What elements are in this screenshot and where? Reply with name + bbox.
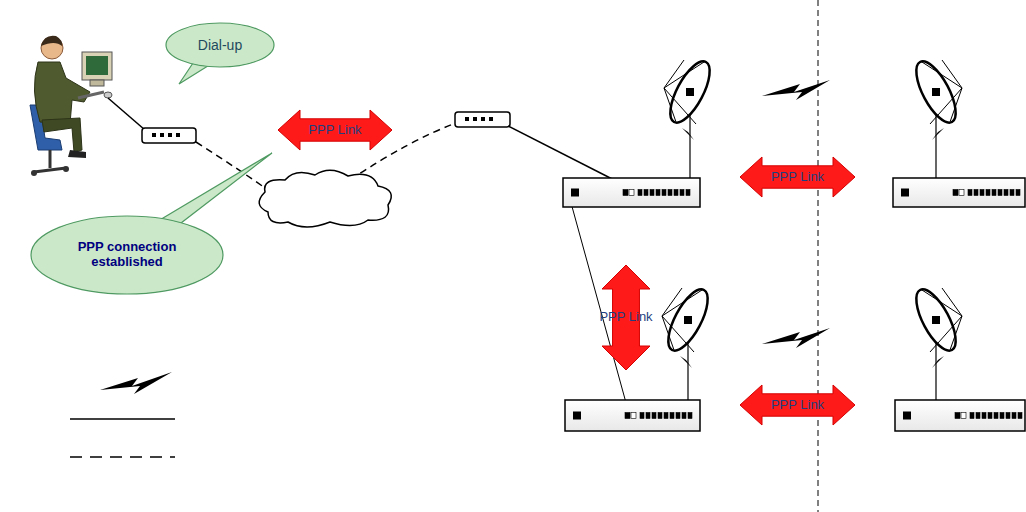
legend-wireless [100, 372, 172, 394]
link-arrow: PPP Link [278, 110, 392, 150]
callout-text: PPP connection established [67, 240, 187, 270]
legend-dashed [70, 456, 175, 458]
solid-link [108, 98, 145, 130]
dish-antenna [663, 56, 718, 178]
boundary-line [818, 0, 819, 512]
wireless-symbol [762, 328, 830, 348]
user-figure [30, 36, 112, 176]
link-arrow: PPP Link [588, 265, 664, 370]
link-label: PPP Link [771, 170, 824, 185]
dish-antenna [661, 284, 716, 400]
link-arrow: PPP Link [740, 157, 855, 197]
link-arrow: PPP Link [740, 385, 855, 425]
dialup-line [196, 142, 275, 195]
legend-solid [70, 418, 175, 420]
modem [142, 128, 196, 143]
callout-text: Dial-up [198, 37, 242, 53]
dish-antenna [909, 284, 964, 400]
callout-bubble: PPP connection established [30, 215, 224, 295]
router [565, 400, 700, 431]
link-label: PPP Link [308, 123, 361, 138]
link-label: PPP Link [599, 310, 652, 325]
wireless-symbol [762, 80, 830, 100]
router [895, 400, 1025, 431]
dish-antenna [909, 56, 964, 178]
router [563, 178, 700, 207]
callout-bubble: Dial-up [165, 22, 275, 68]
solid-link [508, 126, 622, 184]
network-cloud [259, 170, 391, 227]
link-label: PPP Link [771, 398, 824, 413]
modem [455, 112, 510, 127]
router [893, 178, 1025, 207]
